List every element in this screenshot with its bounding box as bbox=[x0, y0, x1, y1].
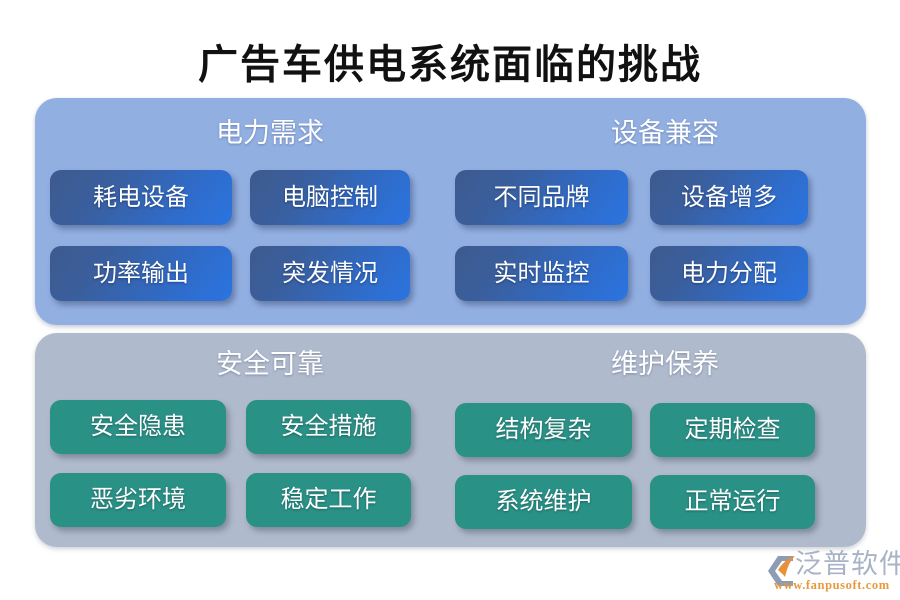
chip-power-demand-1[interactable]: 耗电设备 bbox=[50, 170, 232, 225]
chip-device-compatibility-4[interactable]: 电力分配 bbox=[650, 246, 808, 301]
chip-power-demand-4[interactable]: 突发情况 bbox=[250, 246, 410, 301]
chip-safety-3[interactable]: 恶劣环境 bbox=[50, 473, 226, 527]
chip-power-demand-3[interactable]: 功率输出 bbox=[50, 246, 232, 301]
chip-safety-2[interactable]: 安全措施 bbox=[246, 400, 411, 454]
logo-url: www.fanpusoft.com bbox=[774, 578, 890, 592]
panel-challenges-top: 电力需求 设备兼容 耗电设备 电脑控制 功率输出 突发情况 不同品牌 设备增多 … bbox=[35, 98, 866, 325]
chip-maintenance-3[interactable]: 系统维护 bbox=[455, 475, 632, 529]
group-heading-power-demand: 电力需求 bbox=[216, 118, 324, 148]
chip-maintenance-1[interactable]: 结构复杂 bbox=[455, 403, 632, 457]
group-heading-maintenance: 维护保养 bbox=[611, 349, 719, 379]
chip-device-compatibility-1[interactable]: 不同品牌 bbox=[455, 170, 628, 225]
panel-challenges-bottom: 安全可靠 维护保养 安全隐患 安全措施 恶劣环境 稳定工作 结构复杂 定期检查 … bbox=[35, 333, 866, 547]
chip-safety-1[interactable]: 安全隐患 bbox=[50, 400, 226, 454]
group-heading-device-compatibility: 设备兼容 bbox=[611, 118, 719, 148]
page-title: 广告车供电系统面临的挑战 bbox=[198, 42, 702, 87]
chip-maintenance-4[interactable]: 正常运行 bbox=[650, 475, 815, 529]
chip-safety-4[interactable]: 稳定工作 bbox=[246, 473, 411, 527]
chip-device-compatibility-3[interactable]: 实时监控 bbox=[455, 246, 628, 301]
logo-wordmark: 泛普软件 bbox=[795, 549, 900, 579]
chip-power-demand-2[interactable]: 电脑控制 bbox=[250, 170, 410, 225]
fanpu-logo-icon bbox=[768, 556, 795, 586]
chip-maintenance-2[interactable]: 定期检查 bbox=[650, 403, 815, 457]
chip-device-compatibility-2[interactable]: 设备增多 bbox=[650, 170, 808, 225]
group-heading-safety-reliability: 安全可靠 bbox=[216, 349, 324, 379]
